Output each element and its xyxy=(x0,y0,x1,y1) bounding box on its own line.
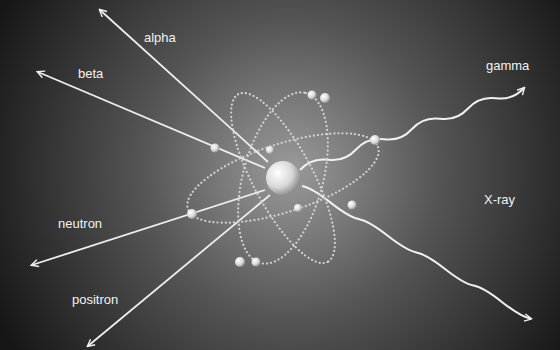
wave-rays xyxy=(300,88,531,319)
electron xyxy=(308,91,317,100)
electron xyxy=(320,93,330,103)
radiation-label: neutron xyxy=(58,216,102,231)
nucleus xyxy=(266,161,300,195)
electron xyxy=(348,201,357,210)
electron xyxy=(370,135,380,145)
orbit xyxy=(177,115,388,241)
radiation-label: alpha xyxy=(144,30,176,45)
xray-wave xyxy=(302,186,531,319)
electron xyxy=(187,209,197,219)
electron-orbits xyxy=(177,80,388,276)
electron xyxy=(294,204,302,212)
electron xyxy=(252,258,261,267)
electron xyxy=(266,146,274,154)
radiation-label: X-ray xyxy=(484,192,515,207)
radiation-label: gamma xyxy=(486,58,529,73)
radiation-label: beta xyxy=(78,66,103,81)
gamma-wave xyxy=(300,88,524,170)
positron-arrow xyxy=(88,195,270,346)
electron xyxy=(211,144,220,153)
alpha-arrow xyxy=(100,10,268,162)
electrons xyxy=(187,91,380,268)
orbit xyxy=(212,80,354,276)
electron xyxy=(235,257,245,267)
particle-arrows xyxy=(32,10,270,346)
radiation-label: positron xyxy=(72,292,118,307)
orbit xyxy=(222,83,345,274)
